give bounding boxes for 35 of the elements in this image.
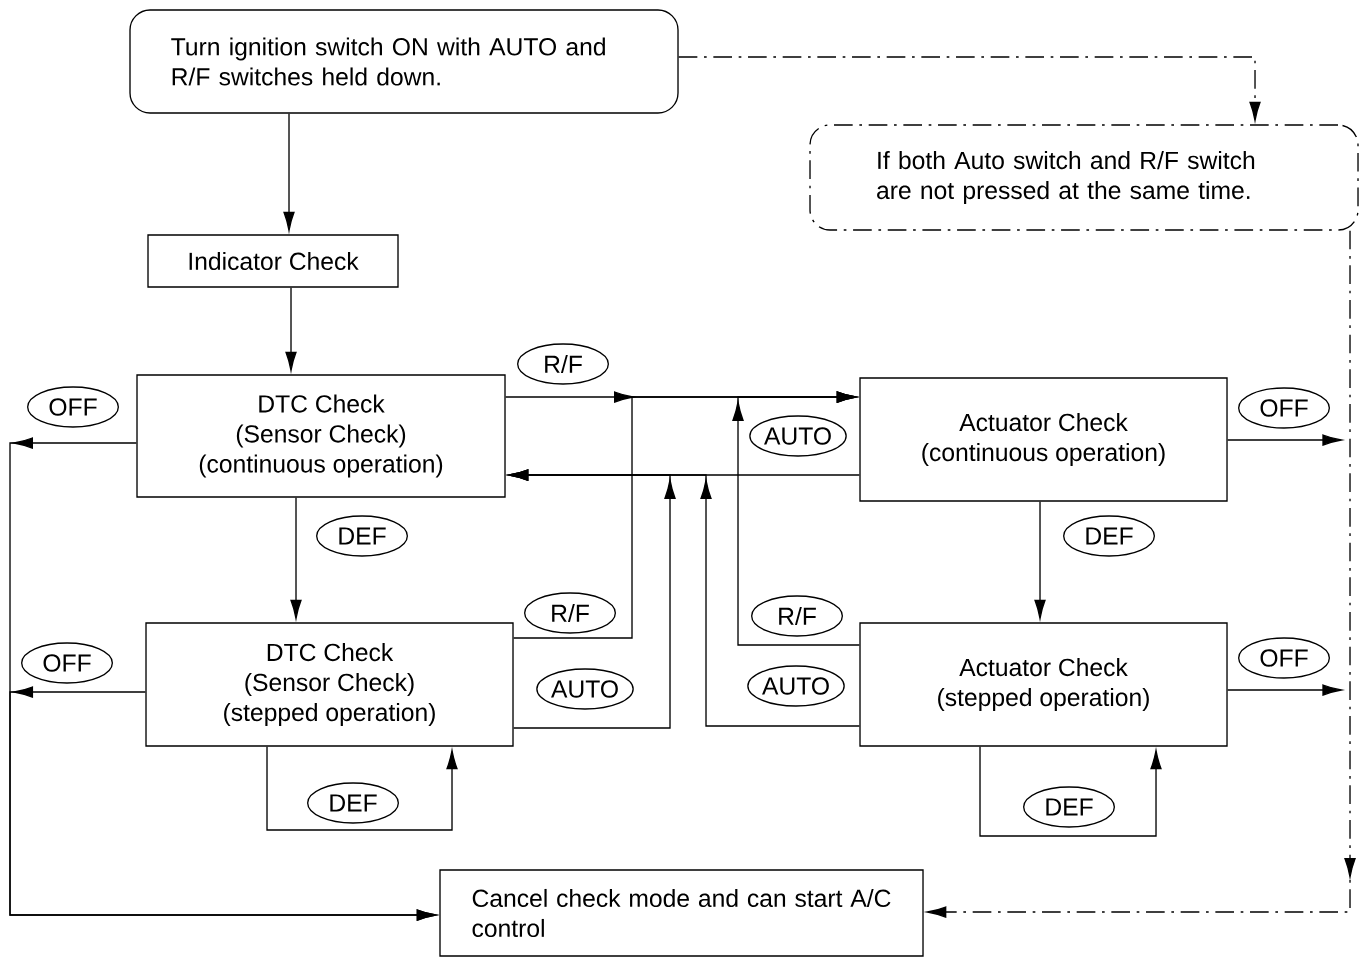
arrow — [290, 497, 302, 620]
edge-label: DEF — [1023, 786, 1115, 828]
arrow — [979, 746, 1162, 837]
arrow — [285, 287, 297, 372]
arrow — [508, 469, 860, 727]
edge-label: DEF — [1063, 515, 1155, 557]
process-box: DTC Check (Sensor Check) (continuous operation) — [136, 374, 506, 498]
edge-label: AUTO — [536, 668, 634, 710]
process-box: Cancel check mode and can start A/C control — [439, 869, 924, 957]
edge-label: OFF — [27, 386, 119, 428]
edge-label: R/F — [517, 343, 609, 385]
edge-label: DEF — [307, 782, 399, 824]
dashed-rounded-box: If both Auto switch and R/F switch are not pressed at the same time. — [809, 124, 1359, 231]
arrow — [283, 113, 295, 232]
process-box: Indicator Check — [147, 234, 399, 288]
arrow — [732, 391, 860, 646]
dash-dot-arrow — [926, 230, 1356, 918]
edge-label: OFF — [1238, 637, 1330, 679]
edge-label: DEF — [316, 515, 408, 557]
arrow — [1034, 501, 1046, 620]
arrow — [266, 746, 458, 831]
process-box: DTC Check (Sensor Check) (stepped operation) — [145, 622, 514, 747]
process-box: Actuator Check (stepped operation) — [859, 622, 1228, 747]
dash-dot-arrow — [678, 56, 1261, 122]
process-box: Actuator Check (continuous operation) — [859, 377, 1228, 502]
edge-label: AUTO — [747, 665, 845, 707]
arrow — [1227, 434, 1342, 446]
arrow — [1227, 684, 1342, 696]
edge-label: R/F — [751, 595, 843, 637]
edge-label: AUTO — [749, 415, 847, 457]
edge-label: OFF — [1238, 387, 1330, 429]
rounded-box: Turn ignition switch ON with AUTO and R/F switches held down. — [129, 9, 679, 114]
arrow — [9, 686, 437, 921]
edge-label: R/F — [524, 592, 616, 634]
edge-label: OFF — [21, 642, 113, 684]
